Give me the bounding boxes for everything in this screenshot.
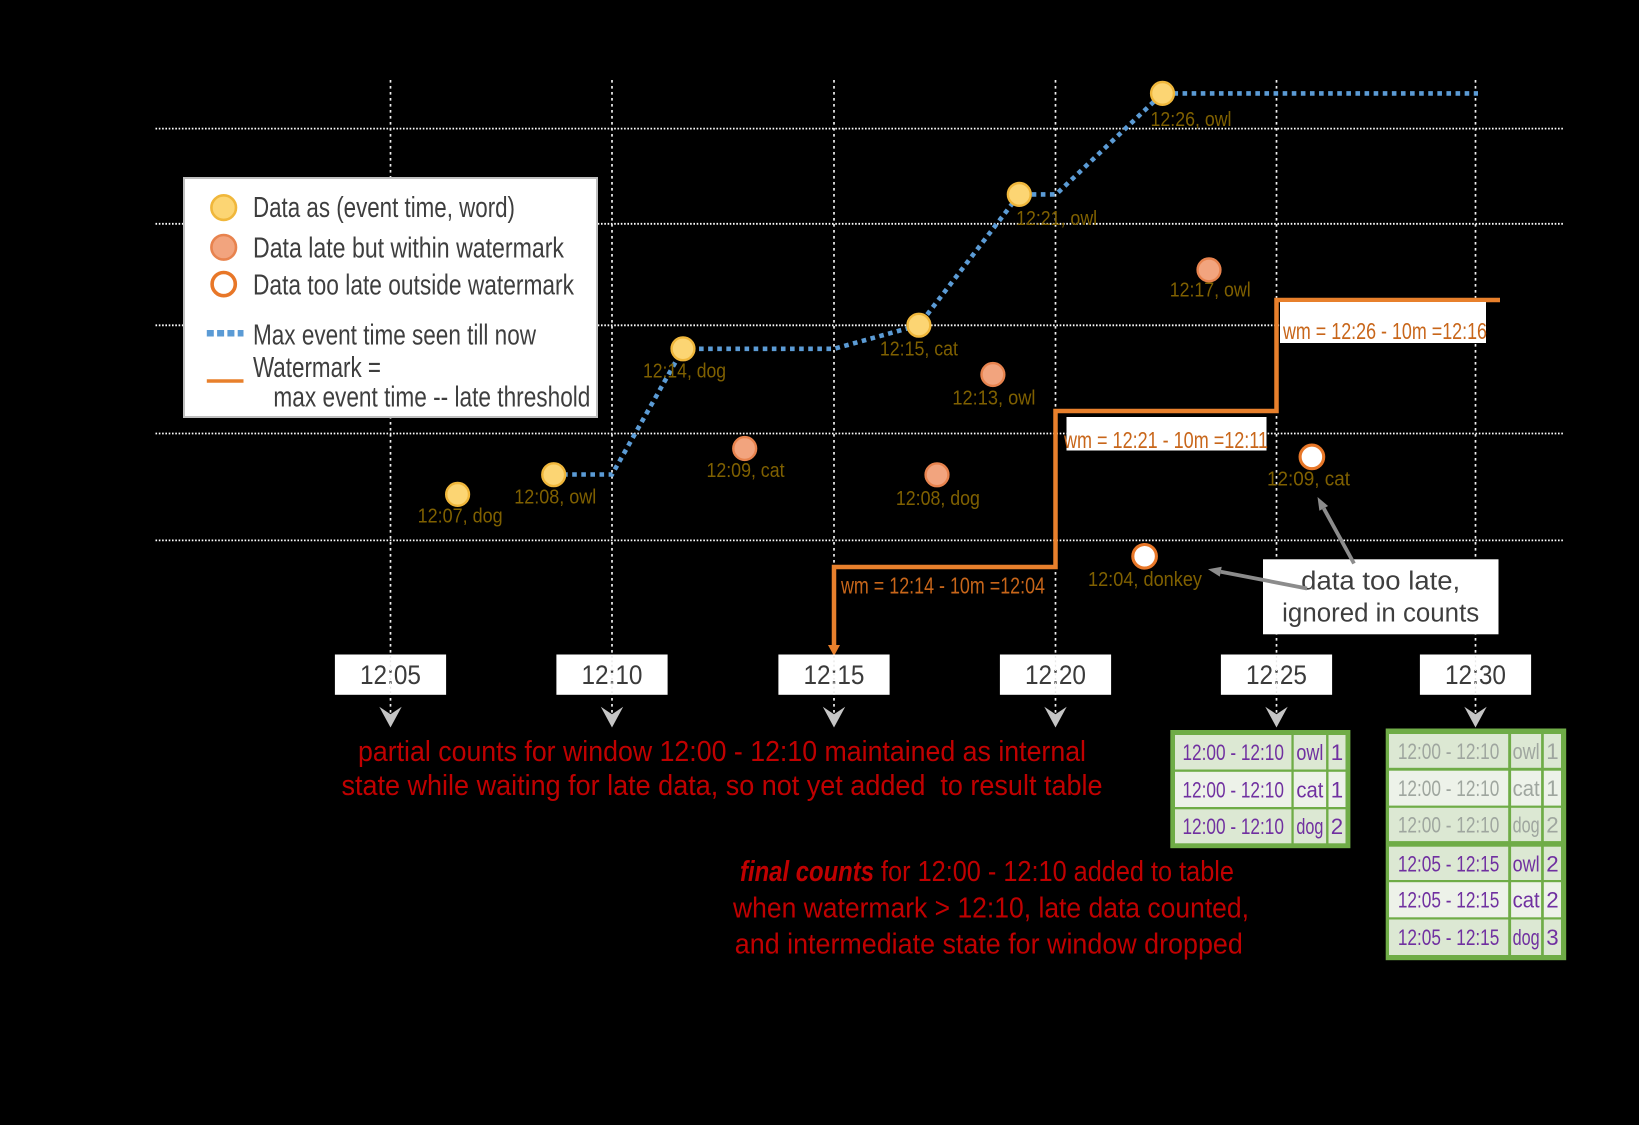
svg-text:12:08, dog: 12:08, dog — [896, 488, 980, 510]
svg-text:wm = 12:14 - 10m =12:04: wm = 12:14 - 10m =12:04 — [840, 573, 1045, 599]
svg-text:12:00 - 12:10: 12:00 - 12:10 — [1182, 777, 1284, 802]
svg-text:12:15, cat: 12:15, cat — [880, 339, 958, 361]
svg-text:owl: owl — [1513, 851, 1540, 876]
svg-text:1: 1 — [1331, 740, 1343, 765]
svg-text:when watermark > 12:10, late d: when watermark > 12:10, late data counte… — [732, 893, 1249, 925]
svg-text:and intermediate state for win: and intermediate state for window droppe… — [735, 929, 1243, 961]
svg-text:12:00 - 12:10: 12:00 - 12:10 — [1398, 812, 1500, 837]
svg-text:owl: owl — [1513, 739, 1540, 764]
svg-text:2: 2 — [1546, 812, 1558, 837]
svg-text:Watermark =: Watermark = — [253, 352, 381, 384]
svg-text:data too late,: data too late, — [1301, 568, 1460, 596]
svg-text:cat: cat — [1513, 888, 1541, 913]
svg-text:Data too late outside watermar: Data too late outside watermark — [253, 270, 574, 302]
svg-text:12:14, dog: 12:14, dog — [643, 361, 726, 383]
svg-text:wm = 12:26 - 10m =12:16: wm = 12:26 - 10m =12:16 — [1282, 318, 1487, 344]
svg-text:12:08, owl: 12:08, owl — [514, 487, 596, 509]
svg-text:12:00 - 12:10: 12:00 - 12:10 — [1398, 739, 1500, 764]
svg-text:dog: dog — [1296, 814, 1323, 839]
svg-text:owl: owl — [1296, 740, 1323, 765]
svg-text:12:00 - 12:10: 12:00 - 12:10 — [1182, 814, 1284, 839]
svg-text:12:07, dog: 12:07, dog — [418, 506, 503, 528]
svg-text:12:00 - 12:10: 12:00 - 12:10 — [1182, 740, 1284, 765]
svg-text:12:21, owl: 12:21, owl — [1016, 208, 1097, 230]
svg-text:12:00 - 12:10: 12:00 - 12:10 — [1398, 776, 1500, 801]
svg-text:final counts for 12:00 - 12:10: final counts for 12:00 - 12:10 added to … — [740, 856, 1234, 888]
svg-text:12:05 - 12:15: 12:05 - 12:15 — [1398, 851, 1500, 876]
svg-text:dog: dog — [1513, 925, 1540, 950]
svg-text:12:09, cat: 12:09, cat — [707, 460, 785, 482]
svg-text:partial counts for window 12:0: partial counts for window 12:00 - 12:10 … — [358, 736, 1086, 768]
svg-text:12:13, owl: 12:13, owl — [952, 388, 1035, 410]
svg-text:cat: cat — [1296, 777, 1324, 802]
svg-text:cat: cat — [1513, 776, 1541, 801]
svg-text:12:04, donkey: 12:04, donkey — [1088, 569, 1202, 591]
svg-text:Data as (event time, word): Data as (event time, word) — [253, 192, 515, 224]
svg-text:wm = 12:21 - 10m =12:11: wm = 12:21 - 10m =12:11 — [1063, 427, 1268, 453]
svg-text:12:05 - 12:15: 12:05 - 12:15 — [1398, 925, 1500, 950]
svg-text:dog: dog — [1513, 812, 1540, 837]
svg-text:1: 1 — [1546, 739, 1558, 764]
svg-text:1: 1 — [1331, 777, 1343, 802]
svg-text:state while waiting for late d: state while waiting for late data, so no… — [342, 770, 1103, 802]
svg-text:12:09, cat: 12:09, cat — [1267, 469, 1350, 491]
svg-text:2: 2 — [1331, 814, 1343, 839]
svg-text:2: 2 — [1546, 888, 1558, 913]
svg-text:max event time -- late thresho: max event time -- late threshold — [273, 382, 590, 414]
svg-text:ignored in counts: ignored in counts — [1282, 600, 1479, 628]
svg-text:3: 3 — [1546, 925, 1558, 950]
svg-text:Max event time seen till now: Max event time seen till now — [253, 320, 537, 352]
svg-text:12:26, owl: 12:26, owl — [1151, 109, 1232, 131]
svg-text:2: 2 — [1546, 851, 1558, 876]
svg-text:Data late but within watermark: Data late but within watermark — [253, 233, 564, 265]
svg-text:1: 1 — [1546, 776, 1558, 801]
svg-text:12:17, owl: 12:17, owl — [1170, 280, 1251, 302]
svg-text:12:05 - 12:15: 12:05 - 12:15 — [1398, 888, 1500, 913]
